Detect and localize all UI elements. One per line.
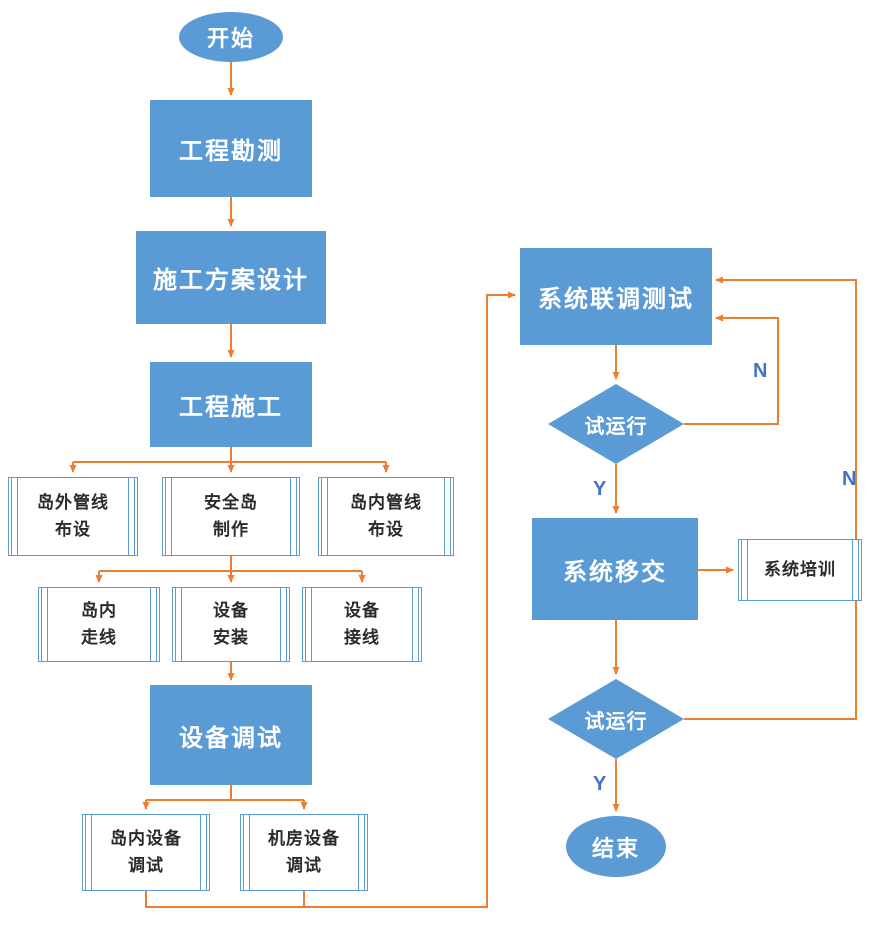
training-node: 系统培训	[738, 539, 862, 601]
device-wiring-node: 设备 接线	[302, 587, 422, 662]
label-yes-1: Y	[593, 478, 607, 500]
survey-node: 工程勘测	[150, 100, 312, 197]
device-install-node: 设备 安装	[172, 587, 290, 662]
label-yes-2: Y	[593, 773, 607, 795]
trial-run-2-node: 试运行	[548, 679, 684, 759]
construction-node: 工程施工	[150, 362, 312, 447]
pipe-outside-node: 岛外管线 布设	[8, 477, 138, 556]
room-device-debug-node: 机房设备 调试	[240, 814, 368, 891]
island-build-node: 安全岛 制作	[162, 477, 300, 556]
label-no-2: N	[842, 468, 857, 490]
end-node: 结束	[566, 816, 666, 877]
pipe-inside-node: 岛内管线 布设	[318, 477, 454, 556]
start-node: 开始	[179, 12, 283, 62]
trial-run-1-node: 试运行	[548, 384, 684, 464]
design-node: 施工方案设计	[136, 231, 326, 324]
device-debug-node: 设备调试	[150, 685, 312, 785]
island-wiring-node: 岛内 走线	[38, 587, 160, 662]
label-no-1: N	[753, 360, 768, 382]
island-device-debug-node: 岛内设备 调试	[82, 814, 210, 891]
joint-test-node: 系统联调测试	[520, 248, 712, 345]
edge-trial2-n-loop	[684, 276, 857, 720]
handover-node: 系统移交	[532, 518, 698, 620]
